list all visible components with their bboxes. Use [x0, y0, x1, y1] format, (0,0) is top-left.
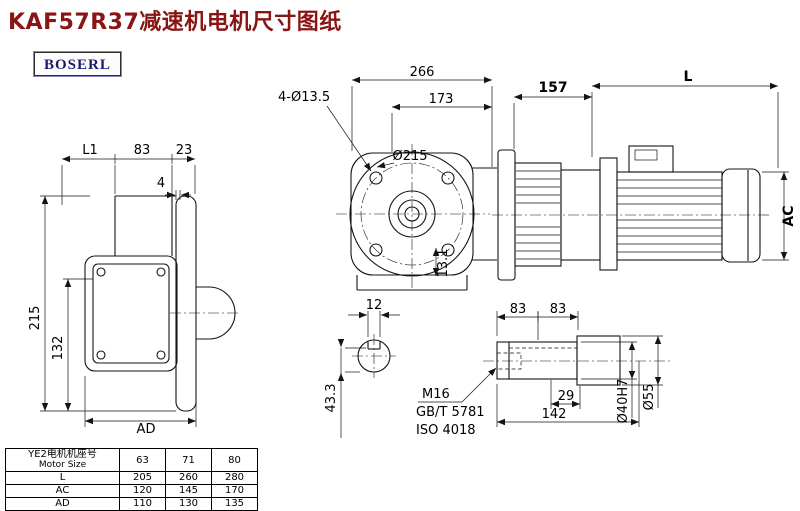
- side-view-outline: [492, 145, 770, 281]
- dim-132-label: 132: [51, 336, 66, 361]
- dim-215dia-label: Ø215: [392, 149, 427, 164]
- table-row-L: L 205 260 280: [5, 471, 258, 485]
- brand-logo: BOSERL: [33, 51, 122, 77]
- dim-43-3-label: 43.3: [324, 384, 339, 413]
- front-view-dimensions: [326, 76, 493, 276]
- left-view-dimensions: [40, 154, 197, 427]
- value-AD-80: 135: [211, 497, 258, 511]
- value-AC-63: 120: [119, 484, 166, 498]
- dim-AC-label: AC: [781, 205, 797, 226]
- dim-173-label: 173: [429, 92, 454, 107]
- shaft-detail-outline: [483, 335, 672, 386]
- dim-215-label: 215: [28, 306, 43, 331]
- shaft-section-outline: [352, 334, 396, 378]
- row-label-L: L: [5, 471, 120, 485]
- value-AC-71: 145: [165, 484, 212, 498]
- dim-40H7-label: Ø40H7: [616, 379, 631, 424]
- brand-logo-text: BOSERL: [44, 57, 111, 73]
- value-AD-71: 130: [165, 497, 212, 511]
- header-motor-size: YE2电机机座号 Motor Size: [5, 448, 120, 472]
- header-motor-size-en: Motor Size: [38, 460, 87, 470]
- value-L-63: 205: [119, 471, 166, 485]
- table-row-AD: AD 110 130 135: [5, 497, 258, 511]
- dim-L1-label: L1: [82, 143, 98, 158]
- front-view-outline: [336, 144, 497, 291]
- dim-142-label: 142: [542, 407, 567, 422]
- dim-12-label: 12: [366, 298, 383, 313]
- dim-55dia-label: Ø55: [642, 384, 657, 411]
- dim-4-label: 4: [157, 176, 165, 191]
- table-row-AC: AC 120 145 170: [5, 484, 258, 498]
- standard-iso-label: ISO 4018: [416, 423, 476, 438]
- row-label-AD: AD: [5, 497, 120, 511]
- shaft-section-dimensions: [337, 311, 400, 438]
- dim-bolt-holes-label: 4-Ø13.5: [278, 90, 330, 105]
- header-size-71: 71: [165, 448, 212, 472]
- dim-157-label: 157: [538, 80, 567, 96]
- header-size-63: 63: [119, 448, 166, 472]
- value-L-80: 280: [211, 471, 258, 485]
- dim-83b-label: 83: [550, 302, 567, 317]
- header-motor-size-cn: YE2电机机座号: [28, 449, 97, 460]
- motor-size-table: YE2电机机座号 Motor Size 63 71 80 L 205 260 2…: [5, 448, 258, 511]
- side-view-dimensions: [513, 82, 789, 261]
- value-AC-80: 170: [211, 484, 258, 498]
- dim-83-label: 83: [134, 143, 151, 158]
- dim-L-label: L: [684, 69, 693, 85]
- dim-29-label: 29: [558, 389, 575, 404]
- dim-AD-label: AD: [137, 422, 156, 437]
- dim-13-1-label: 13.1: [436, 249, 451, 278]
- header-size-80: 80: [211, 448, 258, 472]
- value-L-71: 260: [165, 471, 212, 485]
- value-AD-63: 110: [119, 497, 166, 511]
- page-title: KAF57R37减速机电机尺寸图纸: [8, 10, 342, 35]
- dim-266-label: 266: [410, 65, 435, 80]
- row-label-AC: AC: [5, 484, 120, 498]
- shaft-detail-dimensions: [418, 311, 663, 427]
- thread-M16-label: M16: [422, 387, 450, 402]
- left-view-outline: [84, 195, 240, 412]
- standard-gb-label: GB/T 5781: [416, 405, 485, 420]
- dim-23-label: 23: [176, 143, 193, 158]
- table-header-row: YE2电机机座号 Motor Size 63 71 80: [5, 448, 258, 472]
- dim-83a-label: 83: [510, 302, 527, 317]
